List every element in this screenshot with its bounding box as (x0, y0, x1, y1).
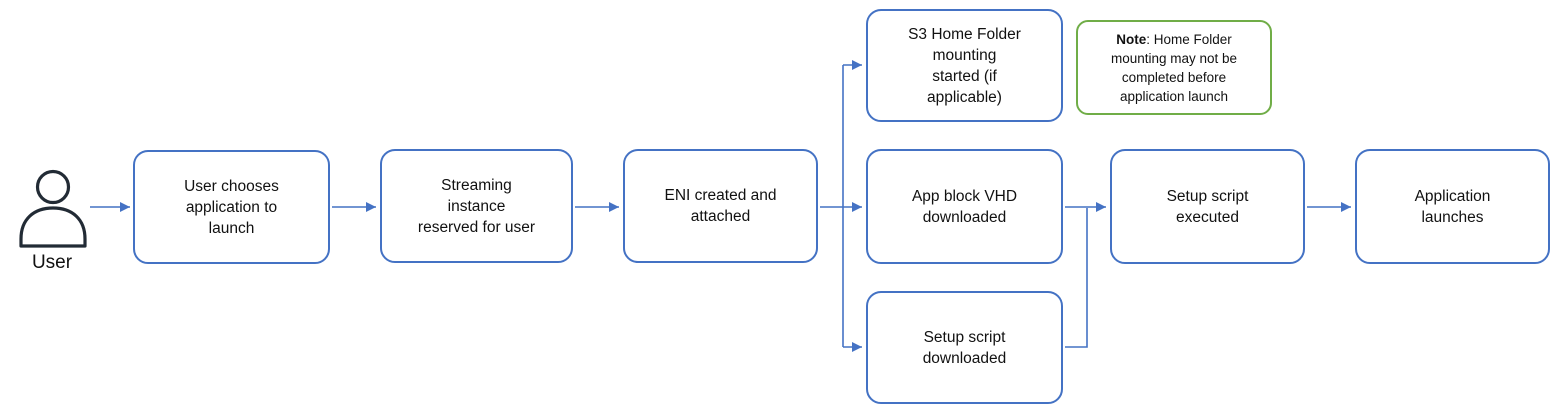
user-icon-head (35, 169, 71, 205)
merge-line-script-download (1065, 208, 1088, 348)
note-body: : Home Folder mounting may not be comple… (1110, 31, 1238, 104)
actor-label: User (31, 252, 73, 273)
user-icon (19, 169, 87, 248)
node-s3-home-folder-mounting: S3 Home Folder mounting started (if appl… (866, 9, 1063, 122)
node-setup-script-downloaded: Setup script downloaded (866, 291, 1063, 404)
node-streaming-instance-reserved: Streaming instance reserved for user (380, 149, 573, 263)
note-bold-prefix: Note (1116, 31, 1147, 47)
node-setup-script-executed: Setup script executed (1110, 149, 1305, 264)
node-app-block-vhd-downloaded: App block VHD downloaded (866, 149, 1063, 264)
note-text: Note: Home Folder mounting may not be co… (1111, 30, 1237, 106)
node-user-chooses-application: User chooses application to launch (133, 150, 330, 264)
node-application-launches: Application launches (1355, 149, 1550, 264)
note-home-folder-mounting: Note: Home Folder mounting may not be co… (1076, 20, 1272, 115)
node-eni-created-attached: ENI created and attached (623, 149, 818, 263)
user-icon-body (19, 206, 87, 248)
